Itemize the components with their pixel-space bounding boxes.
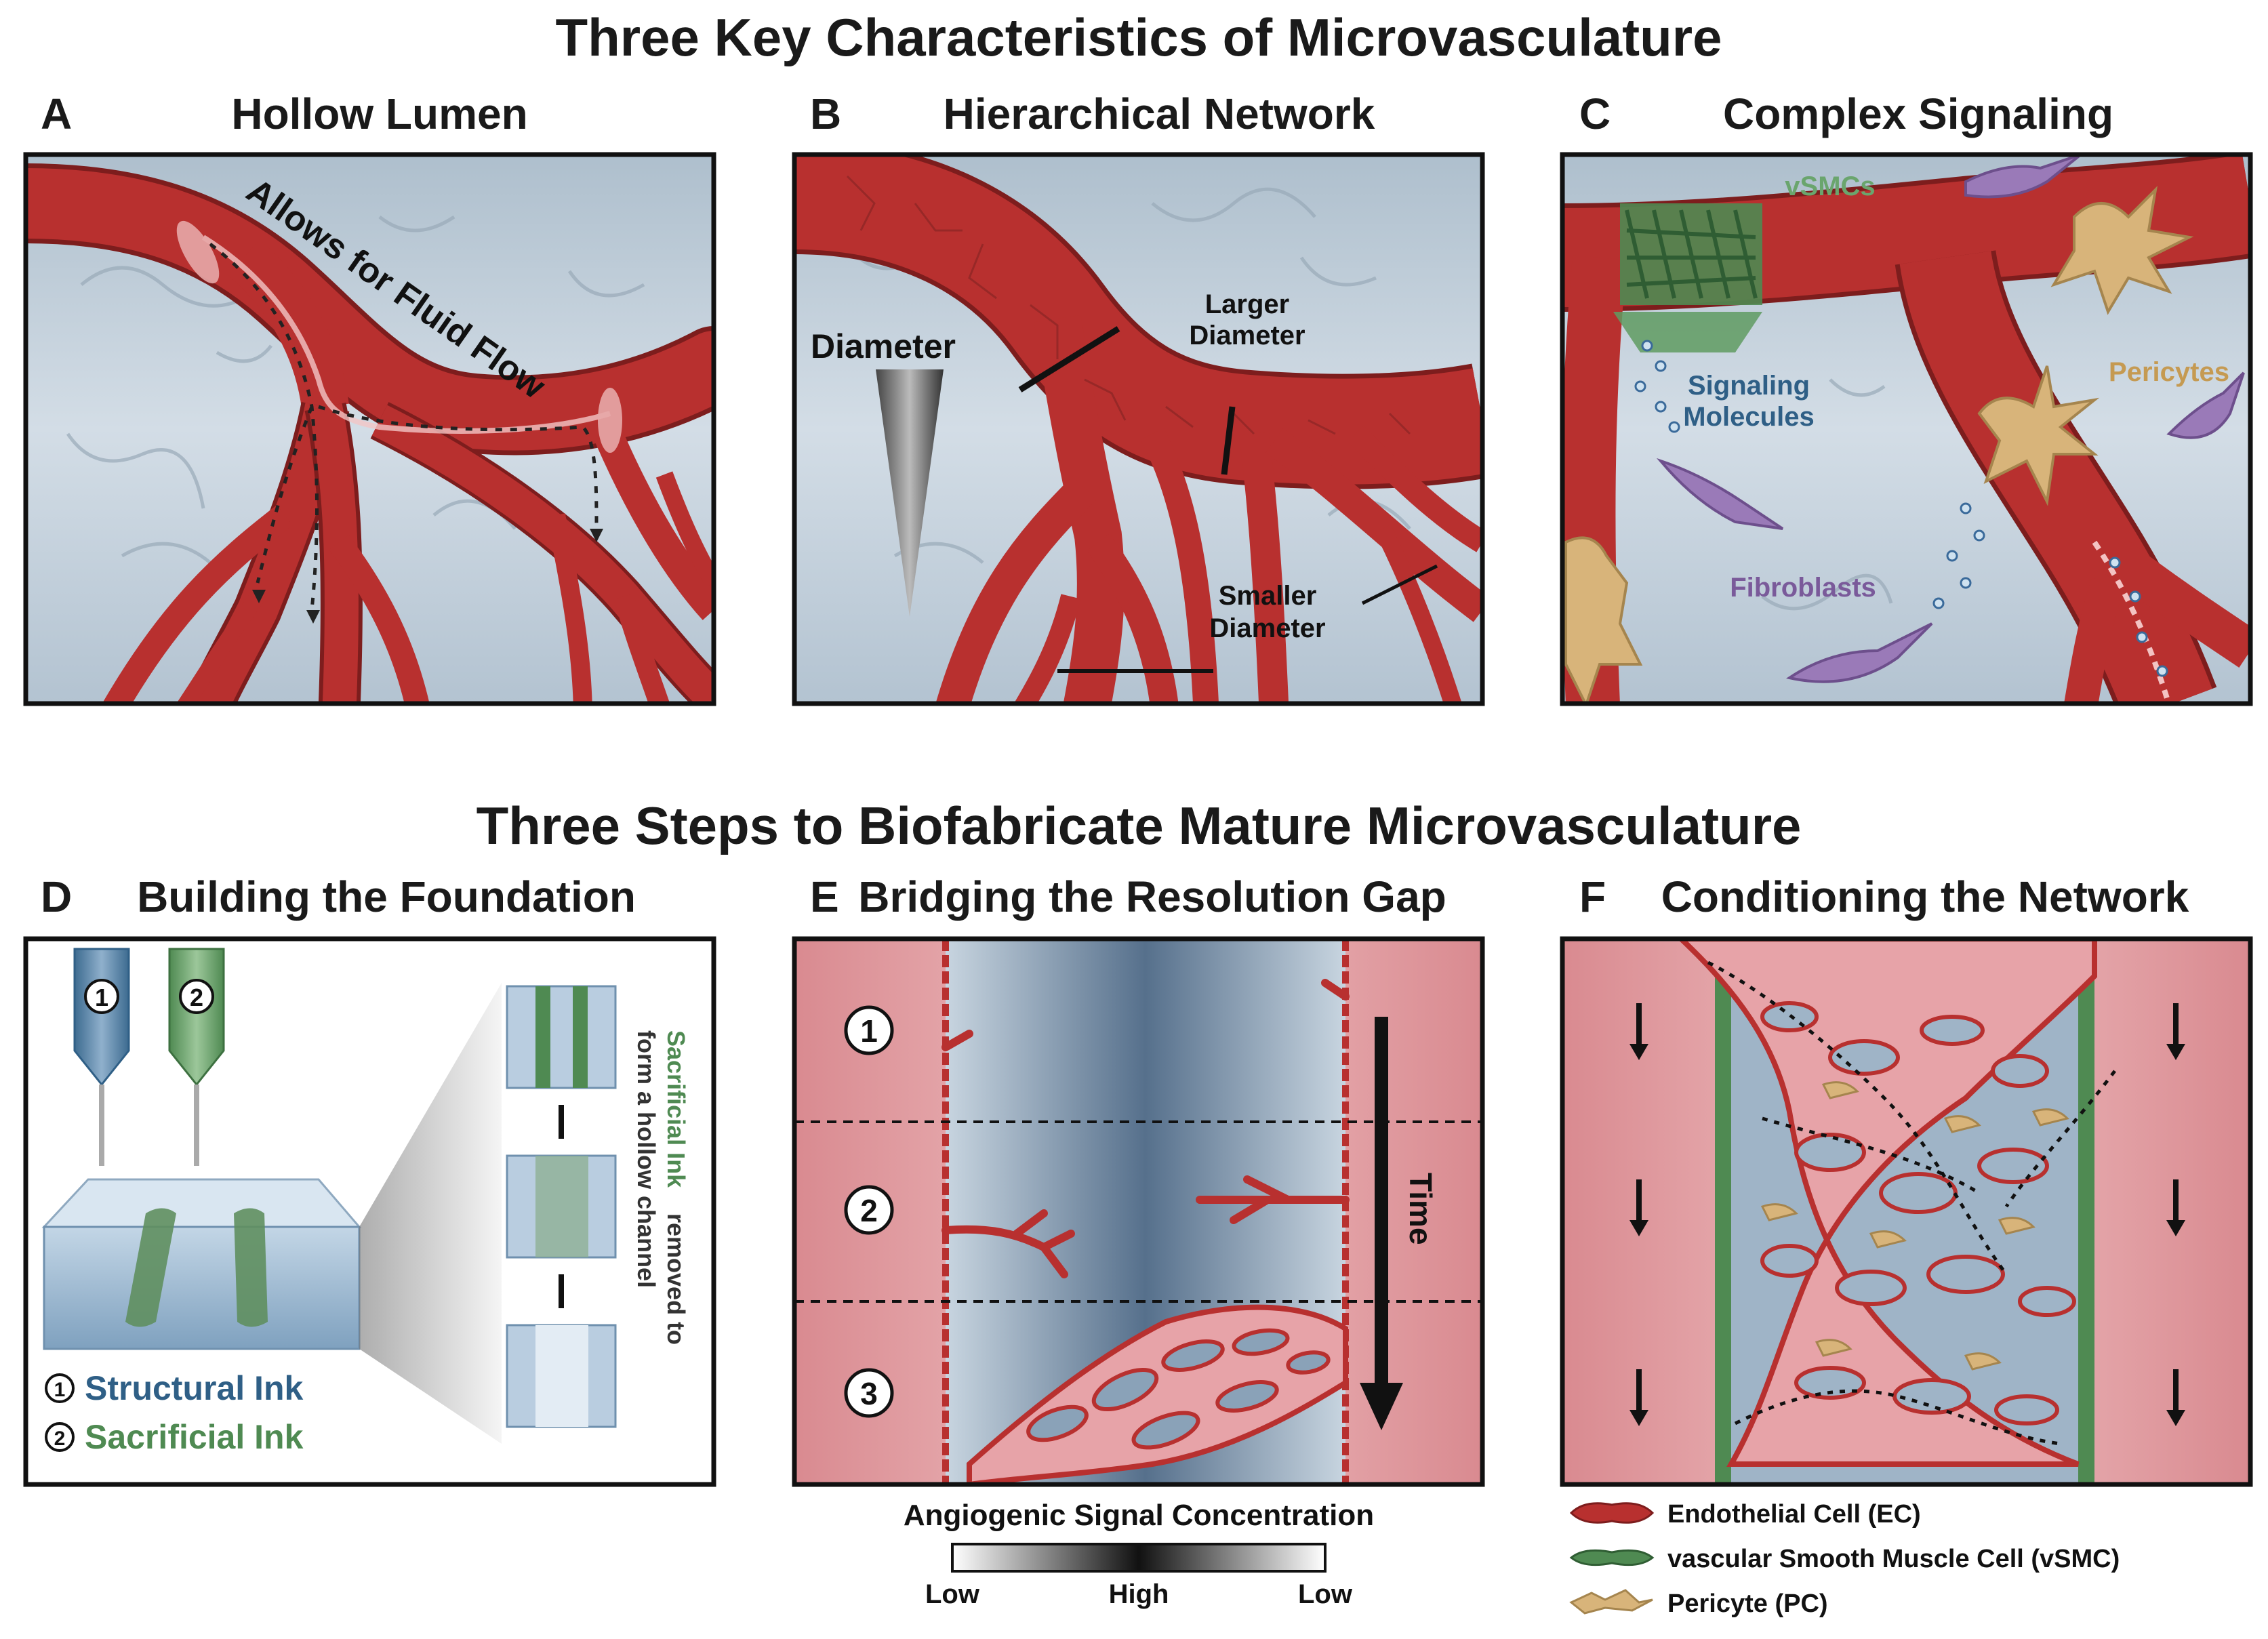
nozzle-sacrificial: 2 <box>168 948 225 1166</box>
panel-c-title: Complex Signaling <box>1723 89 2113 138</box>
panel-b-frame <box>792 152 1485 706</box>
gradient-low-left: Low <box>925 1579 980 1609</box>
panel-d-frame <box>23 936 716 1487</box>
panel-f-pericytes <box>1760 1081 2069 1371</box>
print-box <box>41 983 502 1444</box>
nozzle-2-number: 2 <box>190 984 203 1011</box>
panel-e-step-2: 2 <box>860 1193 878 1228</box>
panel-b-smaller-label-2: Diameter <box>1209 613 1325 643</box>
fibroblast-cells <box>1656 155 2245 683</box>
panel-c: vSMCs Signaling Molecules Pericytes Fibr… <box>1560 152 2253 706</box>
panel-c-fibroblasts-label: Fibroblasts <box>1730 573 1876 603</box>
nozzle-1-number: 1 <box>95 984 108 1011</box>
panel-f: Endothelial Cell (EC) vascular Smooth Mu… <box>1560 936 2253 1618</box>
sacrificial-note-line-3: form a hollow channel <box>632 1030 660 1288</box>
signaling-molecules <box>1634 340 2168 677</box>
panel-e-step-3: 3 <box>860 1376 878 1411</box>
gradient-low-right: Low <box>1298 1579 1353 1609</box>
legend-structural-ink: Structural Ink <box>85 1369 303 1407</box>
panel-b-vessels <box>794 155 1482 704</box>
panel-d-letter: D <box>41 872 72 921</box>
panel-b-larger-label-1: Larger <box>1205 289 1290 319</box>
smaller-diameter-marker <box>1361 564 1438 605</box>
panel-a-vessels <box>26 163 714 704</box>
legend-pc-label: Pericyte (PC) <box>1667 1590 1828 1618</box>
panel-d-title: Building the Foundation <box>137 872 636 921</box>
flow-arrows <box>1629 1003 2185 1426</box>
gradient-title: Angiogenic Signal Concentration <box>904 1499 1374 1532</box>
gradient-bar <box>951 1543 1327 1573</box>
time-arrow <box>1360 1017 1403 1430</box>
top-title: Three Key Characteristics of Microvascul… <box>555 7 1722 67</box>
panel-f-vsmc-wall-left <box>1715 939 1731 1484</box>
sprouts <box>941 979 1350 1278</box>
diameter-cone <box>876 369 944 617</box>
panel-b: Diameter Larger Diameter Smaller Diamete… <box>792 152 1485 706</box>
panel-e-time-label: Time <box>1403 1173 1438 1245</box>
mid-diameter-marker <box>1221 406 1236 475</box>
channel-sequence <box>506 985 617 1428</box>
nozzle-structural: 1 <box>73 948 130 1166</box>
panel-d: 1 2 Sacrificial Ink rem <box>23 936 716 1487</box>
cell-legend: Endothelial Cell (EC) vascular Smooth Mu… <box>1569 1500 2120 1618</box>
panel-c-signaling-label-1: Signaling <box>1688 371 1810 401</box>
pericyte-cells <box>1564 186 2194 704</box>
legend-vsmc-swatch <box>1569 1549 1655 1566</box>
legend-pc-swatch <box>1569 1589 1653 1615</box>
panel-e-step-1: 1 <box>860 1013 878 1049</box>
panel-b-larger-label-2: Diameter <box>1189 321 1305 350</box>
panel-a: Allows for Fluid Flow <box>23 152 716 706</box>
vsmc-wrap <box>1613 203 1762 352</box>
gradient-high: High <box>1109 1579 1169 1609</box>
legend-vsmc-label: vascular Smooth Muscle Cell (vSMC) <box>1667 1545 2120 1573</box>
network-step-3 <box>967 1304 1348 1484</box>
panel-e: Time 1 2 3 Angiogenic Signal Concentrati… <box>792 936 1485 1609</box>
legend-ec-label: Endothelial Cell (EC) <box>1667 1500 1921 1529</box>
panel-c-signaling-label-2: Molecules <box>1683 402 1814 432</box>
panel-b-smaller-label-1: Smaller <box>1219 581 1317 611</box>
bottom-title: Three Steps to Biofabricate Mature Micro… <box>477 796 1802 855</box>
panel-a-letter: A <box>41 89 72 138</box>
panel-c-letter: C <box>1579 89 1611 138</box>
legend-sacrificial-ink: Sacrificial Ink <box>85 1418 304 1456</box>
panel-f-network <box>1677 939 2116 1467</box>
sacrificial-note-line-1: Sacrificial Ink <box>662 1030 690 1188</box>
legend-ec-swatch <box>1569 1502 1655 1524</box>
panel-b-title: Hierarchical Network <box>944 89 1375 138</box>
panel-e-frame <box>792 936 1485 1487</box>
larger-diameter-marker <box>1018 326 1120 392</box>
panel-e-letter: E <box>810 872 839 921</box>
panel-f-title: Conditioning the Network <box>1661 872 2189 921</box>
panel-b-letter: B <box>810 89 841 138</box>
panel-f-vsmc-wall-right <box>2078 939 2094 1484</box>
legend-sacrificial-number: 2 <box>54 1428 66 1450</box>
panel-c-frame <box>1560 152 2253 706</box>
panel-c-pericytes-label: Pericytes <box>2109 357 2229 387</box>
sacrificial-note-line-2: removed to <box>662 1213 690 1345</box>
panel-e-title: Bridging the Resolution Gap <box>858 872 1446 921</box>
panel-f-frame <box>1560 936 2253 1487</box>
panel-a-title: Hollow Lumen <box>231 89 527 138</box>
panel-b-diameter-label: Diameter <box>811 327 956 365</box>
panel-c-vsmcs-label: vSMCs <box>1785 171 1875 201</box>
sacrificial-note: Sacrificial Ink removed to form a hollow… <box>632 1030 690 1345</box>
legend-structural-number: 1 <box>54 1379 66 1401</box>
panel-f-letter: F <box>1579 872 1606 921</box>
panel-a-frame <box>23 152 716 706</box>
